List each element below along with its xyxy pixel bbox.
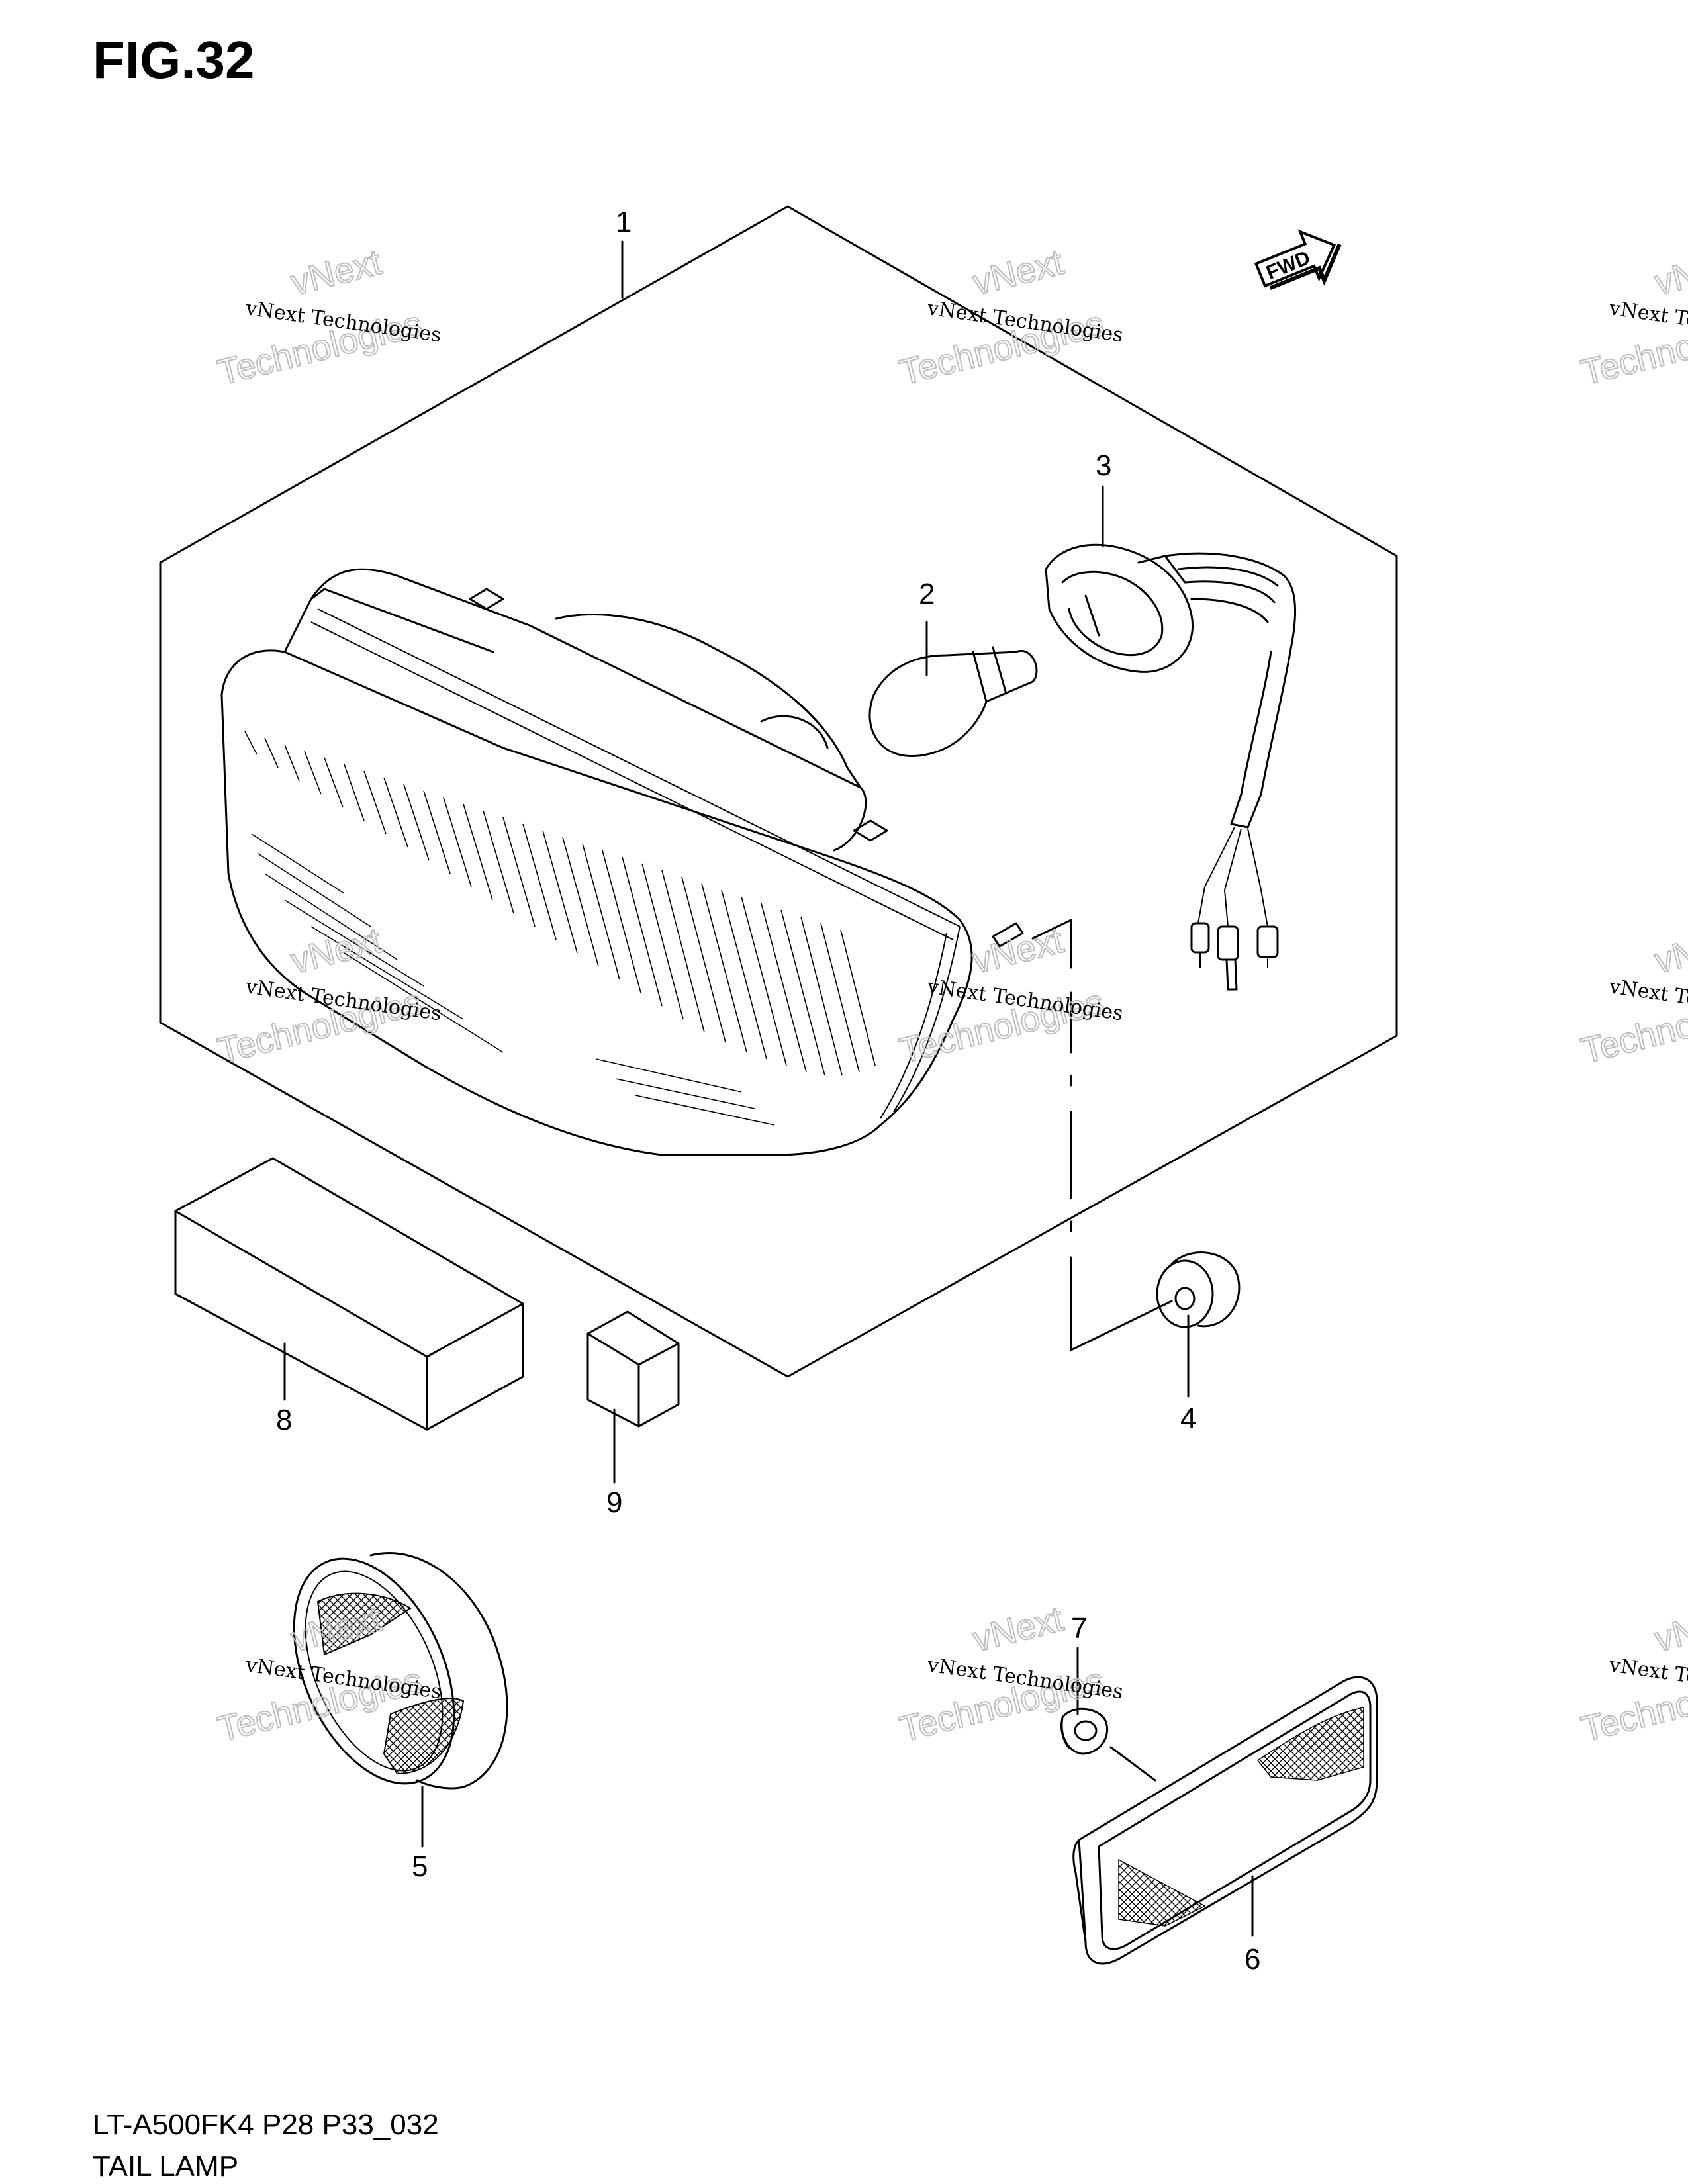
watermark-big: vNext — [1651, 242, 1688, 303]
callout-9[interactable]: 9 — [606, 1486, 622, 1519]
watermark-big: vNext — [287, 921, 385, 981]
watermark-1: vNext Technologies vNext Technologies — [213, 242, 443, 393]
grommet — [1156, 1251, 1241, 1328]
callout-3[interactable]: 3 — [1096, 449, 1111, 482]
watermark-big: vNext — [1651, 921, 1688, 981]
callout-6[interactable]: 6 — [1244, 1943, 1260, 1976]
diagram-caption: TAIL LAMP — [93, 2150, 238, 2183]
watermark-8: vNext Technologies vNext Technologies — [1577, 920, 1688, 1071]
diagram-code: LT-A500FK4 P28 P33_032 — [93, 2109, 439, 2141]
leader-lines — [283, 240, 1254, 1937]
callout-8[interactable]: 8 — [276, 1404, 292, 1436]
forward-arrow-icon: FWD — [1254, 229, 1342, 291]
watermark-9: vNext Technologies vNext Technologies — [1577, 1598, 1688, 1750]
washer — [1060, 1707, 1109, 1755]
watermark-7: vNext Technologies vNext Technologies — [1577, 242, 1688, 393]
part-9-package — [586, 1310, 680, 1428]
callout-4[interactable]: 4 — [1180, 1402, 1196, 1435]
rectangular-reflector — [1072, 1676, 1378, 1965]
figure-title: FIG.32 — [93, 30, 255, 89]
round-reflector — [293, 1552, 508, 1790]
lamp-lens-ribs — [244, 731, 876, 1126]
watermark-6: vNext Technologies vNext Technologies — [895, 1598, 1125, 1750]
watermark-big: vNext — [969, 921, 1067, 981]
centre-line — [1031, 919, 1173, 1351]
watermark-4: vNext Technologies vNext Technologies — [895, 920, 1125, 1071]
part-8-package — [174, 1157, 524, 1431]
tail-lamp-housing — [220, 568, 1024, 1156]
watermark-big: vNext — [287, 242, 385, 303]
callout-1[interactable]: 1 — [616, 206, 632, 238]
watermark-2: vNext Technologies vNext Technologies — [895, 242, 1125, 393]
watermark-big: vNext — [969, 242, 1067, 303]
callout-7[interactable]: 7 — [1071, 1612, 1087, 1645]
watermark-big: vNext — [969, 1599, 1067, 1660]
watermark-3: vNext Technologies vNext Technologies — [213, 920, 443, 1071]
watermark-big: vNext — [1651, 1599, 1688, 1660]
assembly-outline — [159, 205, 1398, 1378]
callout-5[interactable]: 5 — [412, 1850, 428, 1883]
bulb — [868, 646, 1038, 757]
callout-2[interactable]: 2 — [919, 578, 935, 610]
socket-harness — [1045, 543, 1296, 991]
